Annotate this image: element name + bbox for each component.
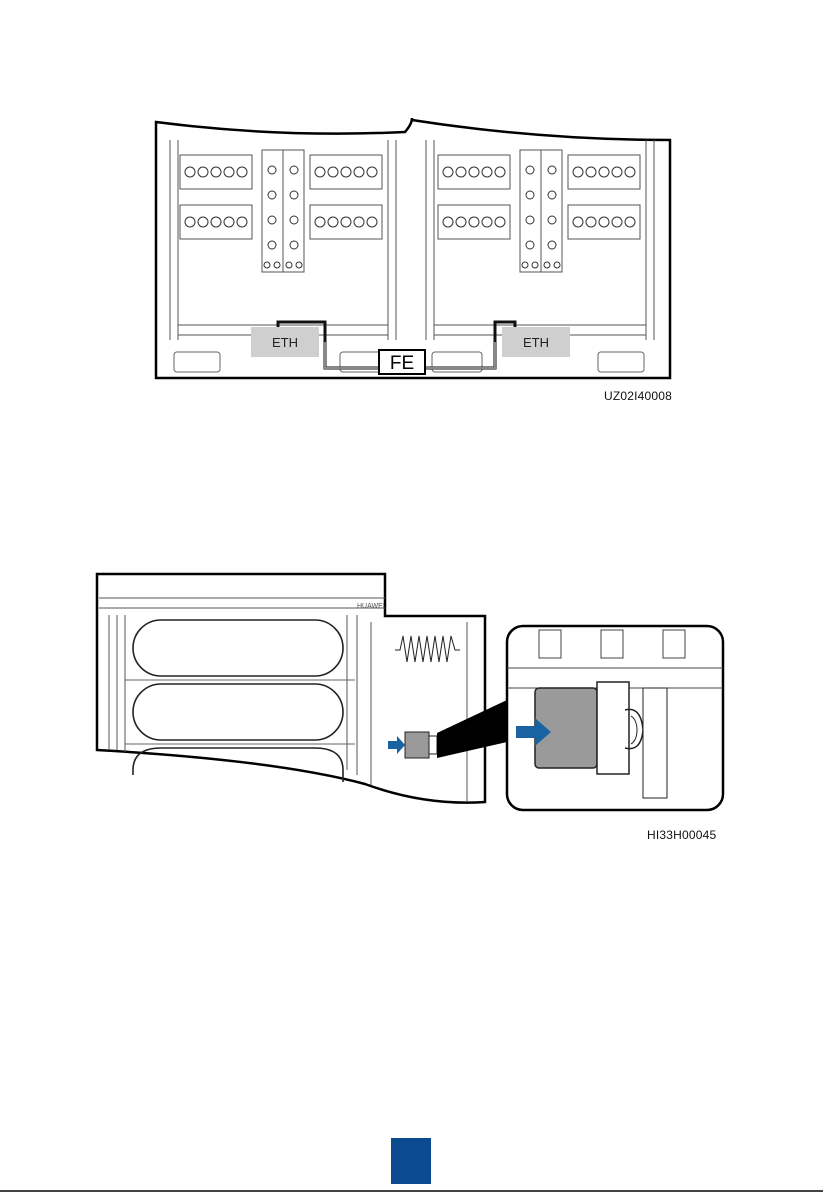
huawei-logo: HUAWEI [357, 603, 385, 610]
figure-eth-fe-connection: ETH ETH FE [150, 110, 680, 380]
eth-left-label: ETH [272, 335, 298, 350]
figure1-caption: UZ02I40008 [604, 389, 672, 403]
small-connector [405, 732, 437, 758]
figure1-frame [156, 118, 670, 378]
figure-module-insertion: HUAWEI [95, 570, 727, 840]
fe-label: FE [390, 353, 414, 374]
page-number-block [391, 1138, 431, 1184]
eth-right-label: ETH [523, 335, 549, 350]
figure2-caption: HI33H00045 [647, 828, 716, 842]
